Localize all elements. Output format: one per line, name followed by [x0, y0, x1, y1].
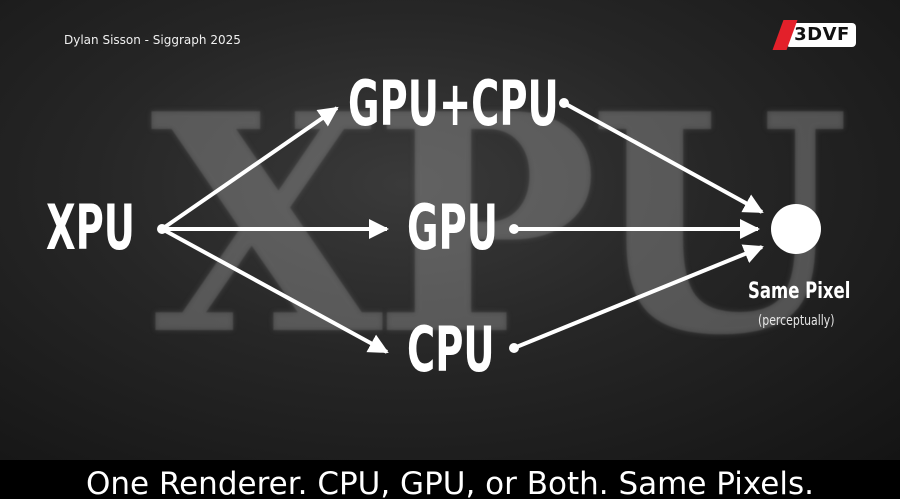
gpu-label: GPU — [407, 191, 498, 264]
cpu-node-dot — [509, 343, 519, 353]
logo-badge — [786, 23, 856, 47]
xpu-node-dot — [157, 224, 167, 234]
perceptually-note: (perceptually) — [758, 313, 835, 329]
caption-bar: One Renderer. CPU, GPU, or Both. Same Pi… — [0, 460, 900, 499]
same-pixel-dot — [771, 204, 821, 254]
same-pixel-label: Same Pixel — [748, 279, 851, 304]
slide: XPU Dylan Sisson - Siggraph 2025 3DVF XP… — [0, 0, 900, 460]
gpu-cpu-label: GPU+CPU — [348, 67, 559, 140]
flow-diagram — [157, 98, 821, 354]
gpucpu-node-dot — [559, 98, 569, 108]
cpu-label: CPU — [407, 313, 495, 386]
arrow-gpucpu-to-pixel — [563, 101, 764, 214]
arrow-xpu-to-gpucpu — [160, 106, 339, 231]
gpu-node-dot — [509, 224, 519, 234]
logo-text: 3DVF — [794, 24, 850, 45]
xpu-label: XPU — [46, 191, 136, 264]
logo: 3DVF — [772, 20, 858, 50]
author-credit: Dylan Sisson - Siggraph 2025 — [64, 33, 241, 47]
caption-text: One Renderer. CPU, GPU, or Both. Same Pi… — [85, 466, 814, 499]
arrow-cpu-to-pixel — [513, 244, 764, 350]
arrow-xpu-to-cpu — [161, 227, 389, 354]
